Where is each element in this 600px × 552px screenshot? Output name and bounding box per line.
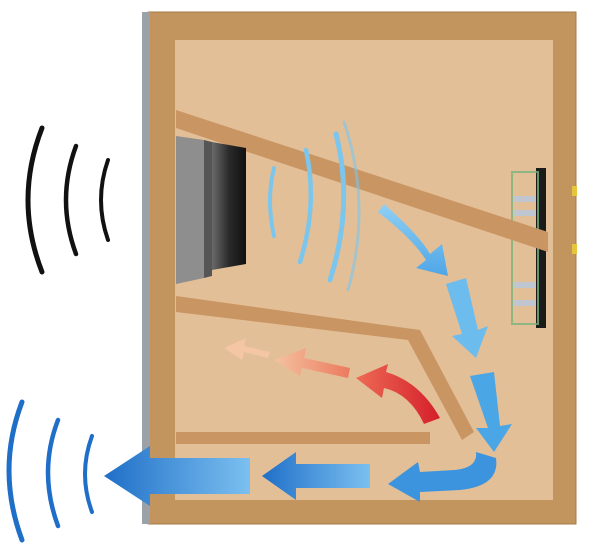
front-sound-waves bbox=[25, 125, 110, 275]
port-divider bbox=[176, 432, 430, 444]
cabinet-front-edge bbox=[142, 12, 150, 524]
upper-diagonal-panel bbox=[176, 110, 548, 252]
reflected-wave-arrows bbox=[224, 338, 440, 424]
internal-air-flow bbox=[104, 204, 512, 506]
woofer-driver bbox=[176, 136, 246, 284]
rear-radiation-waves bbox=[268, 120, 361, 292]
lower-bent-panel bbox=[176, 296, 474, 440]
port-output-waves bbox=[6, 399, 94, 543]
